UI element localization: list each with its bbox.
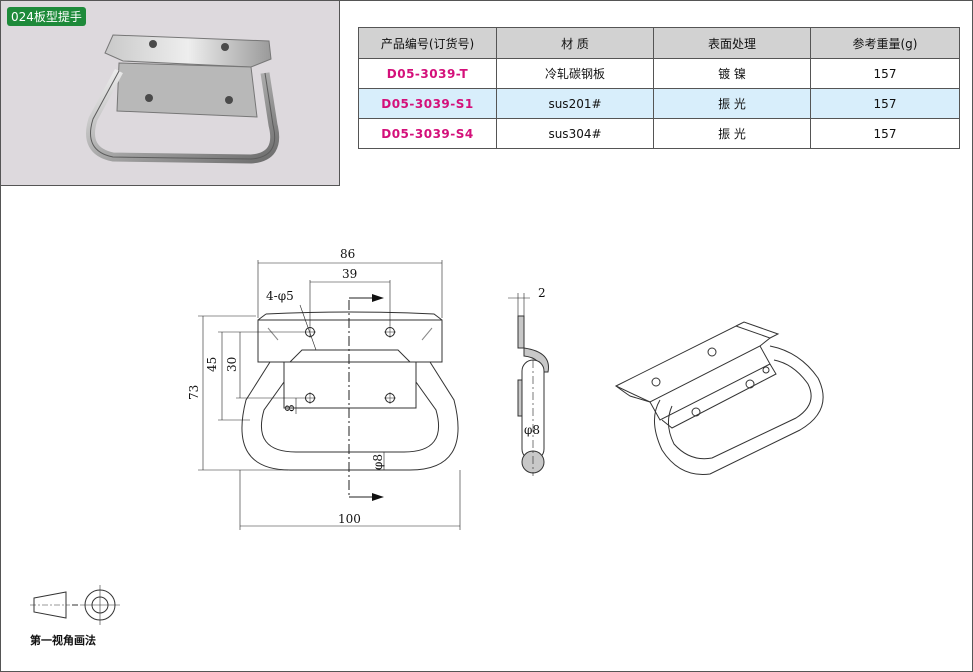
- dim-30: 30: [225, 357, 239, 372]
- dim-45: 45: [205, 357, 219, 372]
- table-header-row: 产品编号(订货号) 材 质 表面处理 参考重量(g): [358, 27, 960, 59]
- side-view: [508, 293, 549, 476]
- product-tag: 024板型提手: [7, 7, 86, 26]
- cell-material: 冷轧碳钢板: [496, 58, 654, 89]
- col-header-material: 材 质: [496, 27, 654, 59]
- dim-holes: 4-φ5: [266, 289, 294, 303]
- projection-symbol: [30, 585, 120, 625]
- dim-rod-phi8: φ8: [371, 454, 385, 470]
- cell-weight: 157: [810, 88, 960, 119]
- product-photo-panel: 024板型提手: [1, 1, 340, 186]
- spec-table: 产品编号(订货号) 材 质 表面处理 参考重量(g) D05-3039-T 冷轧…: [358, 27, 960, 149]
- dim-73: 73: [187, 385, 201, 400]
- cell-material: sus304#: [496, 118, 654, 149]
- dim-39: 39: [342, 267, 357, 281]
- isometric-view: [614, 321, 824, 475]
- front-view: [198, 260, 461, 530]
- cell-finish: 振 光: [653, 118, 811, 149]
- cell-weight: 157: [810, 58, 960, 89]
- col-header-finish: 表面处理: [653, 27, 811, 59]
- cell-material: sus201#: [496, 88, 654, 119]
- cell-code: D05-3039-S4: [358, 118, 497, 149]
- dim-8: 8: [283, 404, 297, 412]
- dim-thickness: 2: [538, 286, 546, 300]
- dim-86: 86: [340, 247, 355, 261]
- projection-label: 第一视角画法: [30, 634, 96, 647]
- cell-weight: 157: [810, 118, 960, 149]
- table-row: D05-3039-T 冷轧碳钢板 镀 镍 157: [358, 58, 960, 89]
- cell-code: D05-3039-T: [358, 58, 497, 89]
- cell-finish: 振 光: [653, 88, 811, 119]
- table-row: D05-3039-S4 sus304# 振 光 157: [358, 118, 960, 149]
- dim-side-phi8: φ8: [524, 423, 540, 437]
- col-header-weight: 参考重量(g): [810, 27, 960, 59]
- product-photo: [86, 34, 280, 164]
- cell-finish: 镀 镍: [653, 58, 811, 89]
- table-row: D05-3039-S1 sus201# 振 光 157: [358, 88, 960, 119]
- dim-100: 100: [338, 512, 361, 526]
- cell-code: D05-3039-S1: [358, 88, 497, 119]
